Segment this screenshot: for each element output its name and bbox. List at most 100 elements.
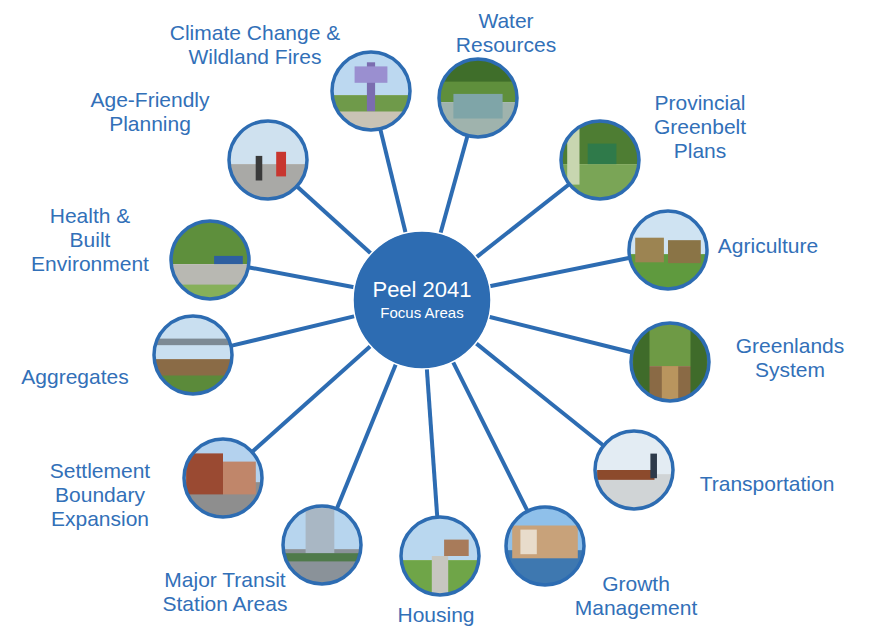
hub-title: Peel 2041 (372, 277, 471, 303)
photo-detail (156, 339, 230, 346)
photo-detail (588, 144, 617, 165)
photo-detail (223, 462, 256, 495)
hub-text-group: Peel 2041Focus Areas (352, 230, 492, 370)
photo-circle (629, 321, 711, 403)
focus-area-circle: Health & Built Environment (169, 219, 251, 301)
photo-detail (186, 453, 223, 494)
photo-illustration (182, 437, 264, 519)
focus-area-label: Provincial Greenbelt Plans (640, 91, 760, 163)
photo-sky (593, 429, 675, 474)
photo-ground (227, 164, 309, 201)
circle-border (631, 323, 709, 401)
photo-sky (152, 314, 234, 359)
spoke-line (298, 187, 371, 254)
circle-border (506, 507, 584, 585)
spoke-line (476, 343, 603, 445)
photo-circle (182, 437, 264, 519)
photo-circle (152, 314, 234, 396)
circle-border (561, 121, 639, 199)
photo-sky (399, 515, 481, 560)
photo-detail (306, 508, 335, 553)
photo-circle (504, 505, 586, 587)
photo-illustration (504, 505, 586, 587)
circle-border (629, 211, 707, 289)
focus-area-circle: Settlement Boundary Expansion (182, 437, 264, 519)
spoke-line (427, 369, 437, 516)
focus-area-label: Major Transit Station Areas (150, 568, 300, 616)
spoke-line (232, 316, 355, 346)
hub-circle: Peel 2041Focus Areas (352, 230, 492, 370)
spoke-line (453, 362, 527, 511)
photo-sky (169, 219, 251, 264)
circle-border (401, 517, 479, 595)
focus-area-label: Age-Friendly Planning (80, 88, 220, 136)
hub-subtitle: Focus Areas (380, 303, 463, 323)
focus-area-circle: Greenlands System (629, 321, 711, 403)
photo-sky (227, 119, 309, 164)
photo-illustration (559, 119, 641, 201)
photo-detail (256, 156, 263, 181)
photo-circle (399, 515, 481, 597)
focus-area-label: Climate Change & Wildland Fires (160, 21, 350, 69)
focus-area-circle: Provincial Greenbelt Plans (559, 119, 641, 201)
photo-detail (520, 530, 536, 555)
focus-area-label: Aggregates (21, 365, 128, 389)
focus-area-label: Health & Built Environment (27, 204, 153, 276)
focus-area-label: Growth Management (561, 572, 711, 620)
circle-border (171, 221, 249, 299)
photo-circle (281, 504, 363, 586)
photo-circle (437, 57, 519, 139)
focus-area-label: Transportation (700, 472, 835, 496)
photo-detail (432, 556, 448, 597)
photo-illustration (281, 504, 363, 586)
spoke-line (380, 130, 405, 233)
spoke-line (489, 317, 631, 353)
photo-detail (662, 366, 678, 403)
spoke-line (476, 185, 568, 258)
spoke-line (253, 346, 371, 451)
photo-illustration (330, 50, 412, 132)
focus-area-circle: Transportation (593, 429, 675, 511)
focus-area-circle: Housing (399, 515, 481, 597)
photo-detail (281, 553, 363, 561)
focus-area-label: Housing (397, 603, 474, 627)
focus-area-label: Agriculture (718, 234, 818, 258)
focus-area-circle: Growth Management (504, 505, 586, 587)
photo-detail (635, 238, 664, 263)
photo-circle (330, 50, 412, 132)
photo-illustration (437, 57, 519, 139)
focus-area-circle: Aggregates (152, 314, 234, 396)
spoke-line (440, 137, 467, 234)
photo-detail (512, 526, 578, 559)
focus-area-circle: Climate Change & Wildland Fires (330, 50, 412, 132)
photo-circle (559, 119, 641, 201)
photo-circle (593, 429, 675, 511)
photo-circle (627, 209, 709, 291)
focus-area-label: Greenlands System (730, 334, 850, 382)
spoke-line (337, 364, 396, 508)
photo-detail (453, 94, 502, 119)
hub-disc (353, 231, 491, 369)
spoke-line (490, 258, 629, 286)
photo-illustration (629, 321, 711, 403)
photo-illustration (627, 209, 709, 291)
photo-detail (597, 470, 654, 480)
circle-border (439, 59, 517, 137)
circle-border (332, 52, 410, 130)
photo-detail (276, 152, 286, 177)
photo-detail (668, 240, 701, 263)
photo-illustration (152, 314, 234, 396)
photo-detail (355, 66, 388, 82)
photo-ground (169, 264, 251, 301)
circle-border (184, 439, 262, 517)
circle-border (595, 431, 673, 509)
focus-area-label: Settlement Boundary Expansion (43, 459, 158, 531)
focus-area-circle: Age-Friendly Planning (227, 119, 309, 201)
photo-detail (650, 454, 657, 479)
focus-area-label: Water Resources (451, 9, 561, 57)
spoke-line (249, 267, 354, 287)
photo-illustration (169, 219, 251, 301)
circle-border (154, 316, 232, 394)
photo-circle (169, 219, 251, 301)
